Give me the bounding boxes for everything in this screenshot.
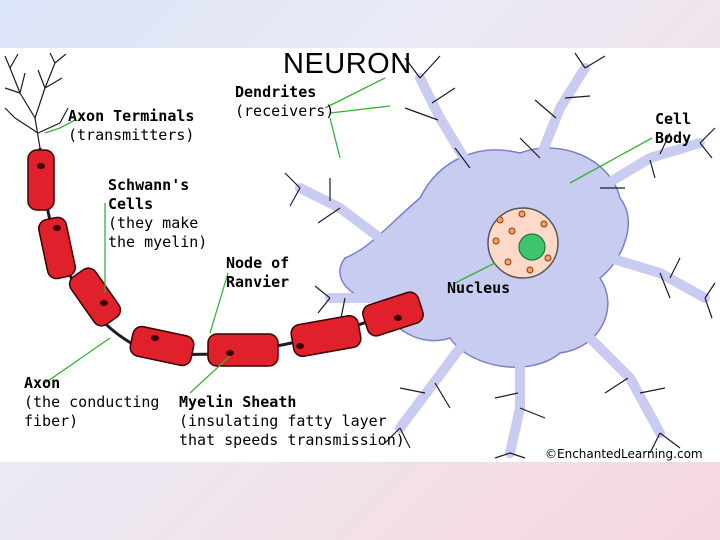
label-cell-body-line2: Body — [655, 129, 692, 147]
schwann-nuclei — [37, 163, 402, 356]
myelin-segment — [27, 149, 55, 211]
label-schwann-line2: Cells — [108, 195, 154, 213]
label-dendrites: Dendrites (receivers) — [235, 83, 334, 121]
myelin-segment — [129, 325, 195, 367]
label-axon-line2: (the conducting — [24, 393, 160, 411]
label-node-of-ranvier: Node of Ranvier — [226, 254, 289, 292]
myelin-segment — [68, 267, 122, 327]
nucleolus-shape — [518, 233, 546, 261]
axon-terminal-branches — [4, 52, 69, 149]
dendrite-trunks — [295, 63, 710, 458]
diagram-panel: Axon Terminals (transmitters) Dendrites … — [0, 48, 720, 462]
dendrite-branches — [284, 52, 716, 459]
label-dendrites-sub: (receivers) — [235, 102, 335, 120]
organelles — [492, 210, 552, 274]
label-dendrites-name: Dendrites — [235, 83, 317, 101]
label-schwann-line3: (they make — [108, 214, 199, 232]
label-cell-body-line1: Cell — [655, 110, 692, 128]
label-myelin-line2: (insulating fatty layer — [179, 412, 387, 430]
label-nucleus: Nucleus — [447, 279, 510, 298]
neuron-illustration — [4, 52, 716, 459]
label-node-line1: Node of — [226, 254, 290, 272]
myelin-segment — [362, 291, 424, 337]
label-axon-terminals-sub: (transmitters) — [68, 126, 195, 144]
label-axon-name: Axon — [24, 374, 61, 392]
myelin-segment — [290, 315, 362, 357]
label-schwann: Schwann's Cells (they make the myelin) — [108, 176, 207, 252]
label-myelin-line3: that speeds transmission) — [179, 431, 405, 449]
label-cell-body: Cell Body — [655, 110, 691, 148]
label-myelin-name: Myelin Sheath — [179, 393, 297, 411]
label-schwann-line4: the myelin) — [108, 233, 208, 251]
label-axon: Axon (the conducting fiber) — [24, 374, 159, 431]
label-axon-terminals: Axon Terminals (transmitters) — [68, 107, 194, 145]
label-schwann-line1: Schwann's — [108, 176, 190, 194]
label-node-line2: Ranvier — [226, 273, 290, 291]
label-myelin-sheath: Myelin Sheath (insulating fatty layer th… — [179, 393, 405, 450]
label-axon-line3: fiber) — [24, 412, 79, 430]
credit-text: ©EnchantedLearning.com — [545, 447, 703, 461]
myelin-segments — [27, 149, 424, 367]
label-nucleus-name: Nucleus — [447, 279, 511, 297]
label-axon-terminals-name: Axon Terminals — [68, 107, 195, 125]
pointer-lines — [44, 77, 653, 394]
myelin-segment — [37, 216, 77, 280]
page-title: NEURON — [283, 48, 412, 80]
myelin-segment — [207, 333, 279, 367]
